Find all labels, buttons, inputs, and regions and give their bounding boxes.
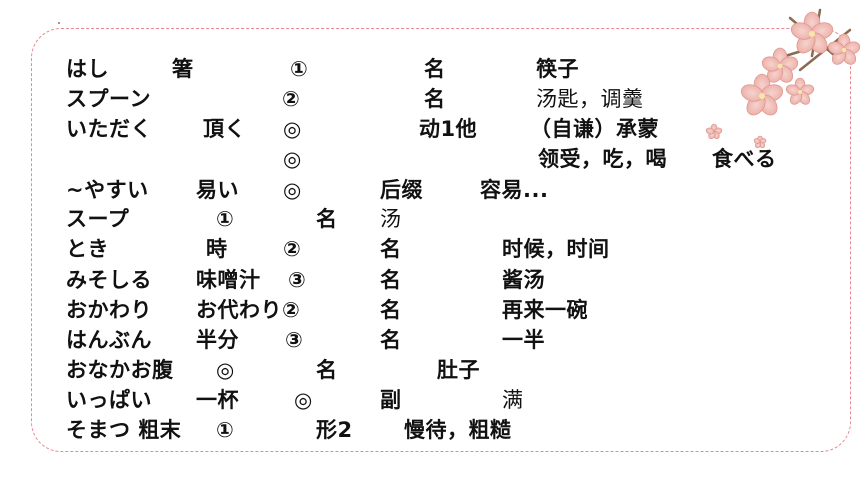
vocab-cell: スープ	[66, 207, 130, 231]
vocab-row: とき 時 ② 名 时候，时间	[0, 235, 860, 263]
vocab-cell: ②	[282, 87, 301, 111]
vocab-cell: お代わり②	[196, 298, 301, 322]
vocab-row: はんぶん 半分 ③ 名 一半	[0, 326, 860, 354]
vocab-cell: 名	[380, 268, 402, 292]
vocab-cell: ◎	[283, 117, 302, 141]
vocab-cell: ◎	[283, 147, 302, 171]
vocab-cell: 名	[380, 237, 402, 261]
vocab-cell: ②	[283, 237, 302, 261]
vocab-cell: そまつ 粗末	[66, 418, 182, 442]
card-border	[31, 28, 851, 452]
vocab-cell: みそしる	[66, 268, 152, 292]
vocab-cell: ①	[290, 57, 309, 81]
vocab-row: おなかお腹 ◎ 名 肚子	[0, 356, 860, 384]
vocab-cell: ①	[216, 207, 235, 231]
vocab-cell: 易い	[196, 178, 239, 202]
vocab-row: みそしる 味噌汁 ③ 名 酱汤	[0, 266, 860, 294]
vocab-cell: スプーン	[66, 87, 151, 111]
vocab-cell: ③	[288, 268, 307, 292]
vocab-cell: いっぱい	[66, 388, 152, 412]
vocab-cell: 动1他	[419, 117, 478, 141]
vocab-cell: とき	[66, 237, 109, 261]
vocab-cell: 名	[380, 298, 402, 322]
vocab-cell: 满	[502, 388, 524, 412]
vocab-cell: 酱汤	[502, 268, 545, 292]
vocab-cell: 時	[206, 237, 228, 261]
vocab-cell: 頂く	[203, 117, 246, 141]
vocab-cell: おなかお腹	[66, 358, 174, 382]
vocab-cell: 名	[424, 87, 446, 111]
vocab-row: いただく 頂く ◎ 动1他 （自谦）承蒙	[0, 115, 860, 143]
vocab-row: ~やすい 易い ◎ 后缀 容易...	[0, 176, 860, 204]
vocab-cell: はし	[66, 57, 109, 81]
vocab-cell: 容易...	[480, 178, 549, 202]
vocab-cell: 名	[424, 57, 446, 81]
corner-mark	[58, 22, 60, 24]
vocab-row: いっぱい 一杯 ◎ 副 满	[0, 386, 860, 414]
vocab-cell: 箸	[172, 57, 194, 81]
vocab-cell: 副	[380, 388, 402, 412]
vocab-row: ◎ 领受，吃，喝 食べる	[0, 145, 860, 173]
vocab-cell: ◎	[294, 388, 313, 412]
vocab-cell: ◎	[283, 178, 302, 202]
vocab-cell: 味噌汁	[196, 268, 261, 292]
vocab-row: スープ ① 名 汤	[0, 205, 860, 233]
vocab-cell: 汤	[380, 207, 402, 231]
vocab-cell: 形2	[316, 418, 353, 442]
vocab-cell: 后缀	[380, 178, 423, 202]
vocab-cell: 筷子	[536, 57, 579, 81]
vocab-cell: 名	[316, 358, 338, 382]
vocab-cell: ◎	[216, 358, 235, 382]
vocab-cell: 半分	[196, 328, 239, 352]
vocab-cell: 时候，时间	[502, 237, 610, 261]
vocab-cell: いただく	[66, 117, 152, 141]
vocab-cell: 食べる	[712, 147, 777, 171]
vocab-row: そまつ 粗末 ① 形2 慢待，粗糙	[0, 416, 860, 444]
vocab-cell: ③	[285, 328, 304, 352]
vocab-cell: 肚子	[437, 358, 480, 382]
vocab-row: おかわり お代わり② 名 再来一碗	[0, 296, 860, 324]
vocab-cell: ~やすい	[66, 178, 149, 202]
vocab-cell: はんぶん	[66, 328, 152, 352]
vocab-cell: 汤匙，调羹	[536, 87, 644, 111]
vocab-cell: 慢待，粗糙	[404, 418, 512, 442]
vocab-cell: 再来一碗	[502, 298, 588, 322]
vocab-row: スプーン ② 名 汤匙，调羹	[0, 85, 860, 113]
vocab-row: はし 箸 ① 名 筷子	[0, 55, 860, 83]
vocab-cell: 名	[380, 328, 402, 352]
vocab-cell: 名	[316, 207, 338, 231]
vocab-cell: 一半	[502, 328, 545, 352]
vocab-cell: おかわり	[66, 298, 152, 322]
vocab-cell: ①	[216, 418, 235, 442]
vocab-cell: 领受，吃，喝	[538, 147, 667, 171]
vocab-cell: （自谦）承蒙	[530, 117, 659, 141]
vocab-cell: 一杯	[196, 388, 239, 412]
cherry-blossom-decoration	[705, 8, 860, 149]
